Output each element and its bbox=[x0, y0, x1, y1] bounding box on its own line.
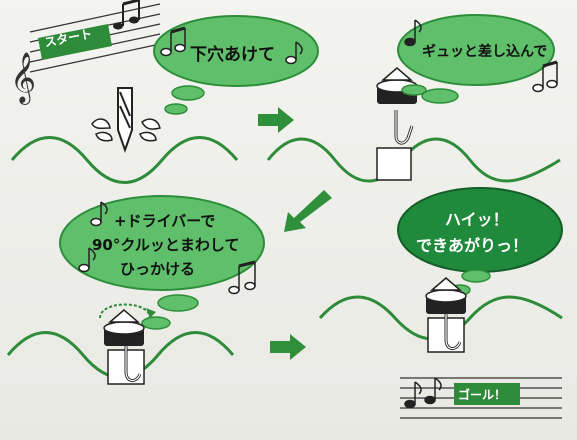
treble-clef-icon: 𝄞 bbox=[10, 52, 36, 105]
drill-bit bbox=[117, 87, 133, 154]
step-2-text: ギュッと差し込んで bbox=[422, 44, 548, 60]
step-1-text: 下穴あけて bbox=[190, 45, 275, 65]
music-note-icon bbox=[404, 377, 442, 409]
music-note-icon bbox=[90, 201, 108, 227]
goal-label: ゴール！ bbox=[458, 388, 507, 402]
music-note-icon bbox=[160, 26, 186, 57]
step-3-line-3: ひっかける bbox=[120, 260, 196, 278]
music-note-icon bbox=[113, 0, 140, 30]
anchor-step-3 bbox=[99, 303, 156, 385]
arrow-right-icon bbox=[258, 107, 294, 133]
step-4-line-2: できあがりっ！ bbox=[416, 236, 529, 255]
bubble-step-2 bbox=[397, 14, 555, 104]
music-note-icon bbox=[78, 247, 96, 273]
music-note-icon bbox=[404, 19, 422, 47]
music-note-icon bbox=[228, 260, 256, 295]
bubble-step-1 bbox=[153, 15, 319, 115]
goal-staff bbox=[400, 377, 562, 419]
step-3-line-1: +ドライバーで bbox=[114, 212, 216, 230]
start-staff bbox=[29, 3, 161, 73]
arrow-right-icon bbox=[270, 334, 306, 360]
bubble-step-4 bbox=[397, 187, 563, 296]
bubble-step-3 bbox=[59, 195, 265, 330]
arrow-down-left-icon bbox=[284, 190, 332, 232]
step-4-line-1: ハイッ！ bbox=[445, 210, 509, 229]
anchor-step-4 bbox=[425, 277, 467, 353]
music-note-icon bbox=[532, 60, 558, 93]
step-3-line-2: 90°クルッとまわして bbox=[92, 236, 240, 254]
music-note-icon bbox=[285, 41, 303, 65]
wood-chips bbox=[91, 118, 161, 142]
